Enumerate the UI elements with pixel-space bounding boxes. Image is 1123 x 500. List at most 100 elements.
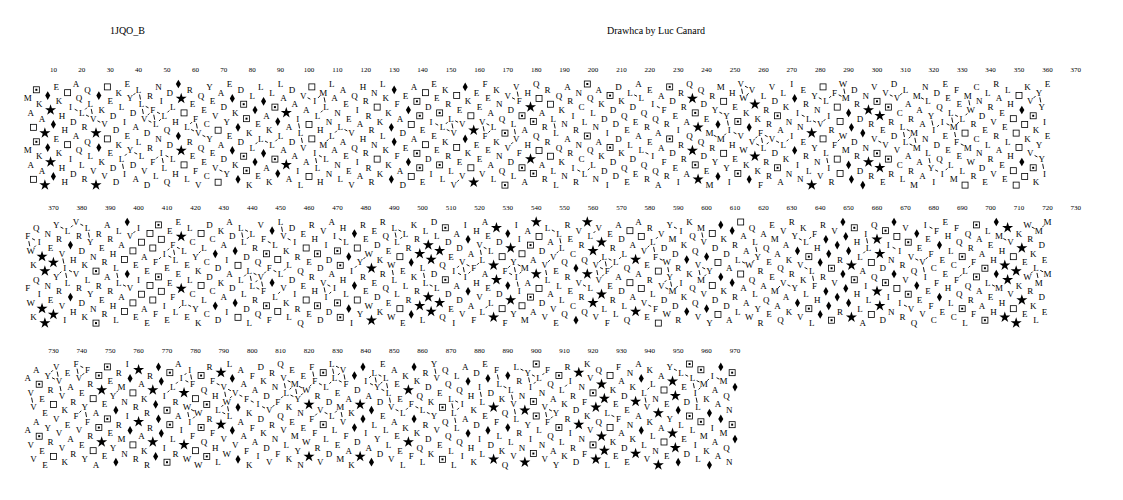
- residue-letter: K: [783, 155, 790, 164]
- glycine-diamond: [860, 129, 865, 138]
- residue-letter: E: [301, 281, 307, 290]
- position-number: 370: [1071, 67, 1082, 74]
- position-number: 960: [701, 348, 712, 355]
- contour-line: [123, 285, 126, 286]
- glycine-diamond: [389, 123, 394, 132]
- residue-letter: M: [521, 264, 529, 273]
- residue-letter: L: [803, 238, 809, 247]
- residue-letter: I: [160, 97, 163, 106]
- proline-star: [596, 236, 607, 247]
- residue-letter: D: [615, 134, 622, 143]
- residue-letter: E: [53, 82, 59, 91]
- residue-letter: D: [238, 85, 245, 94]
- serine-square: [837, 119, 843, 125]
- residue-letter: Y: [723, 163, 730, 172]
- contour-line: [787, 139, 789, 141]
- position-number: 240: [701, 67, 712, 74]
- serine-square: [721, 98, 727, 104]
- serine-square: [715, 259, 721, 265]
- residue-letter: R: [96, 281, 102, 290]
- residue-letter: D: [539, 298, 546, 307]
- residue-letter: R: [414, 235, 420, 244]
- residue-letter: K: [686, 218, 693, 227]
- residue-letter: D: [857, 166, 864, 175]
- glycine-diamond: [346, 304, 351, 313]
- position-number: 190: [559, 67, 570, 74]
- residue-letter: L: [448, 114, 454, 123]
- serine-square: [1016, 93, 1022, 99]
- serine-square: [192, 396, 198, 402]
- residue-letter: Y: [1038, 155, 1045, 164]
- proline-star: [630, 448, 641, 459]
- residue-letter: K: [1033, 178, 1040, 187]
- residue-letter: V: [141, 114, 148, 123]
- residue-letter: F: [954, 85, 959, 94]
- contour-line: [788, 285, 791, 286]
- residue-letter: A: [27, 160, 34, 169]
- residue-letter: K: [681, 241, 688, 250]
- glycine-diamond: [153, 452, 158, 461]
- residue-letter: D: [215, 316, 222, 325]
- threonine-dot: [535, 415, 537, 417]
- residue-letter: F: [261, 235, 266, 244]
- serine-square: [354, 297, 360, 303]
- glycine-diamond: [914, 229, 919, 238]
- residue-letter: V: [348, 181, 355, 190]
- proline-star: [1002, 274, 1013, 285]
- residue-letter: V: [505, 143, 512, 152]
- residue-letter: V: [513, 82, 520, 91]
- glycine-diamond: [261, 149, 266, 158]
- glycine-diamond: [352, 423, 357, 432]
- residue-letter: K: [411, 272, 418, 281]
- residue-letter: V: [894, 94, 901, 103]
- residue-letter: L: [621, 301, 627, 310]
- position-number: 730: [1071, 205, 1082, 212]
- residue-letter: L: [161, 111, 167, 120]
- residue-letter: A: [905, 100, 912, 109]
- proline-star: [582, 216, 593, 227]
- threonine-dot: [416, 100, 418, 102]
- serine-square: [834, 104, 840, 110]
- residue-letter: I: [515, 220, 518, 229]
- proline-star: [505, 242, 516, 253]
- residue-letter: Q: [556, 91, 563, 100]
- residue-letter: E: [48, 296, 54, 305]
- residue-letter: F: [395, 100, 400, 109]
- proline-star: [1011, 265, 1022, 276]
- position-number: 430: [219, 205, 230, 212]
- contour-line: [930, 227, 933, 228]
- contour-line: [256, 288, 259, 289]
- residue-letter: N: [326, 169, 333, 178]
- residue-letter: E: [372, 226, 378, 235]
- residue-letter: N: [576, 88, 583, 97]
- threonine-dot: [737, 173, 739, 175]
- residue-letter: F: [170, 293, 175, 302]
- position-number: 160: [474, 67, 485, 74]
- contour-line: [291, 395, 294, 396]
- residue-letter: K: [81, 313, 88, 322]
- serine-square: [820, 136, 826, 142]
- residue-letter: E: [227, 80, 233, 89]
- residue-letter: E: [607, 229, 613, 238]
- residue-letter: A: [303, 106, 310, 115]
- residue-letter: L: [545, 223, 551, 232]
- residue-letter: W: [745, 313, 754, 322]
- threonine-dot: [700, 421, 702, 423]
- contour-line: [134, 153, 137, 154]
- residue-letter: A: [860, 267, 867, 276]
- position-number: 80: [249, 67, 256, 74]
- residue-letter: E: [945, 146, 951, 155]
- residue-letter: L: [187, 275, 193, 284]
- proline-star: [667, 428, 678, 439]
- residue-letter: A: [916, 158, 923, 167]
- residue-letter: Y: [87, 238, 94, 247]
- residue-letter: I: [941, 117, 944, 126]
- residue-letter: A: [118, 293, 125, 302]
- contour-line: [809, 237, 811, 239]
- contour-line: [254, 273, 257, 274]
- residue-letter: A: [655, 181, 662, 190]
- residue-letter: K: [377, 117, 384, 126]
- residue-letter: L: [903, 137, 909, 146]
- residue-letter: L: [65, 278, 71, 287]
- residue-letter: L: [181, 298, 187, 307]
